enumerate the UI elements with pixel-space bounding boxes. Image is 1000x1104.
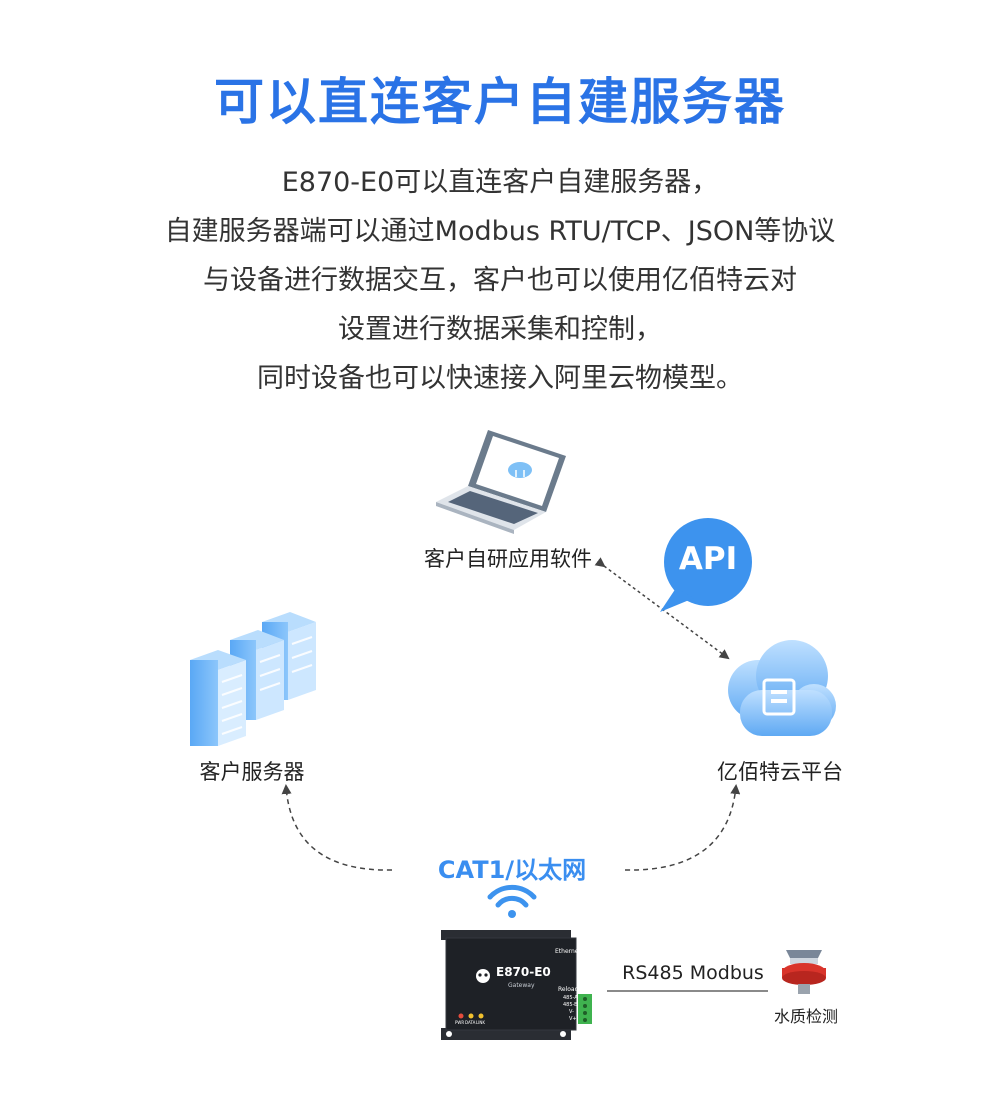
port-vplus-label: V+	[569, 1016, 577, 1022]
description-line: 自建服务器端可以通过Modbus RTU/TCP、JSON等协议	[164, 216, 836, 247]
gateway-server-link	[281, 784, 393, 871]
laptop-icon	[436, 430, 566, 534]
api-badge-icon	[660, 518, 752, 612]
cloud-platform-icon	[728, 640, 836, 736]
description-line: E870-E0可以直连客户自建服务器，	[281, 167, 719, 198]
led-label: DATA	[465, 1020, 476, 1025]
description-line: 与设备进行数据交互，客户也可以使用亿佰特云对	[203, 265, 797, 296]
wifi-icon	[487, 884, 537, 918]
api-badge-label: API	[678, 541, 738, 577]
gateway-device-icon	[441, 930, 592, 1040]
page-title: 可以直连客户自建服务器	[214, 73, 786, 131]
description: E870-E0可以直连客户自建服务器， 自建服务器端可以通过Modbus RTU…	[0, 158, 1000, 403]
client-software-label: 客户自研应用软件	[424, 547, 592, 571]
port-vminus-label: V-	[569, 1009, 574, 1015]
gateway-cloud-link	[624, 784, 741, 871]
water-sensor-label: 水质检测	[773, 1007, 839, 1026]
description-line: 同时设备也可以快速接入阿里云物模型。	[257, 363, 743, 394]
description-line: 设置进行数据采集和控制，	[338, 314, 662, 345]
led-label: LINK	[476, 1020, 486, 1025]
port-ethernet-label: Ethernet	[555, 948, 581, 955]
device-model-label: E870-E0	[496, 965, 551, 979]
port-485b-label: 485-B	[563, 1002, 578, 1008]
port-485a-label: 485-A	[563, 995, 578, 1001]
rs485-label: RS485 Modbus	[622, 962, 764, 984]
device-subtitle-label: Gateway	[508, 982, 535, 989]
software-cloud-link	[594, 557, 730, 660]
water-sensor-icon	[782, 950, 826, 994]
network-label: CAT1/以太网	[437, 856, 587, 884]
cloud-platform-label: 亿佰特云平台	[717, 760, 843, 784]
server-stack-icon	[190, 612, 316, 746]
client-server-label: 客户服务器	[199, 760, 305, 784]
led-label: PWR	[455, 1020, 465, 1025]
port-reload-label: Reload	[558, 986, 579, 993]
